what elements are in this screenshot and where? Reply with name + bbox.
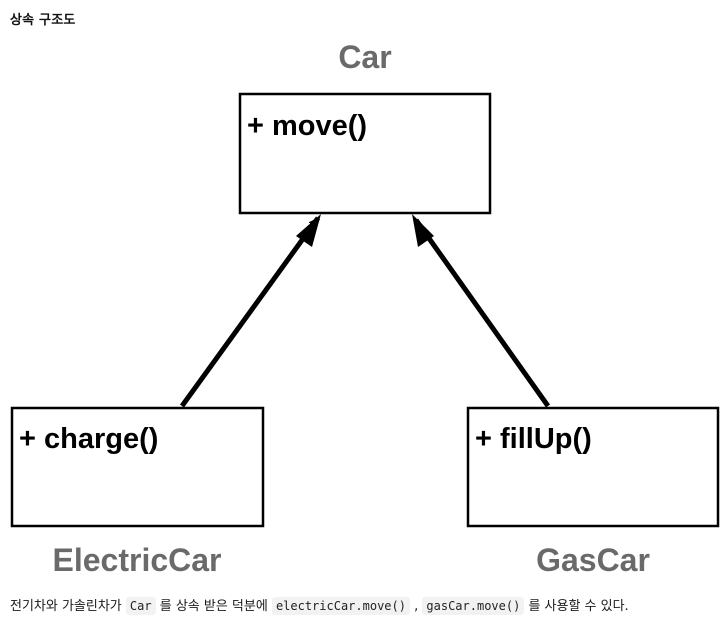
electriccar-class-box: [10, 406, 265, 528]
gascar-to-car-arrow: [413, 218, 551, 408]
car-method-move: + move(): [247, 110, 367, 142]
caption-text-3: ,: [409, 599, 423, 614]
inheritance-diagram: Car + move() + charge() ElectricCar + fi…: [10, 39, 720, 578]
caption-code-gascar-move: gasCar.move(): [422, 597, 525, 615]
caption-text-2: 를 상속 받은 덕분에: [155, 599, 272, 614]
page-heading: 상속 구조도: [10, 13, 76, 28]
electriccar-method-charge: + charge(): [19, 423, 158, 455]
electriccar-to-car-arrow: [179, 216, 321, 408]
electriccar-to-car-arrowhead: [296, 214, 321, 247]
electriccar-class-name: ElectricCar: [53, 542, 222, 578]
gascar-class-name: GasCar: [536, 542, 650, 578]
caption: 전기차와 가솔린차가 Car 를 상속 받은 덕분에 electricCar.m…: [10, 595, 629, 618]
car-class-box: [238, 92, 492, 215]
gascar-to-car-arrowhead: [412, 214, 434, 247]
gascar-class-box: [466, 406, 720, 528]
caption-code-car: Car: [125, 597, 156, 615]
caption-text-1: 전기차와 가솔린차가: [10, 599, 126, 614]
caption-code-electriccar-move: electricCar.move(): [271, 597, 410, 615]
car-class-name: Car: [338, 39, 391, 75]
caption-text-4: 를 사용할 수 있다.: [524, 599, 629, 614]
gascar-method-fillup: + fillUp(): [475, 423, 592, 455]
